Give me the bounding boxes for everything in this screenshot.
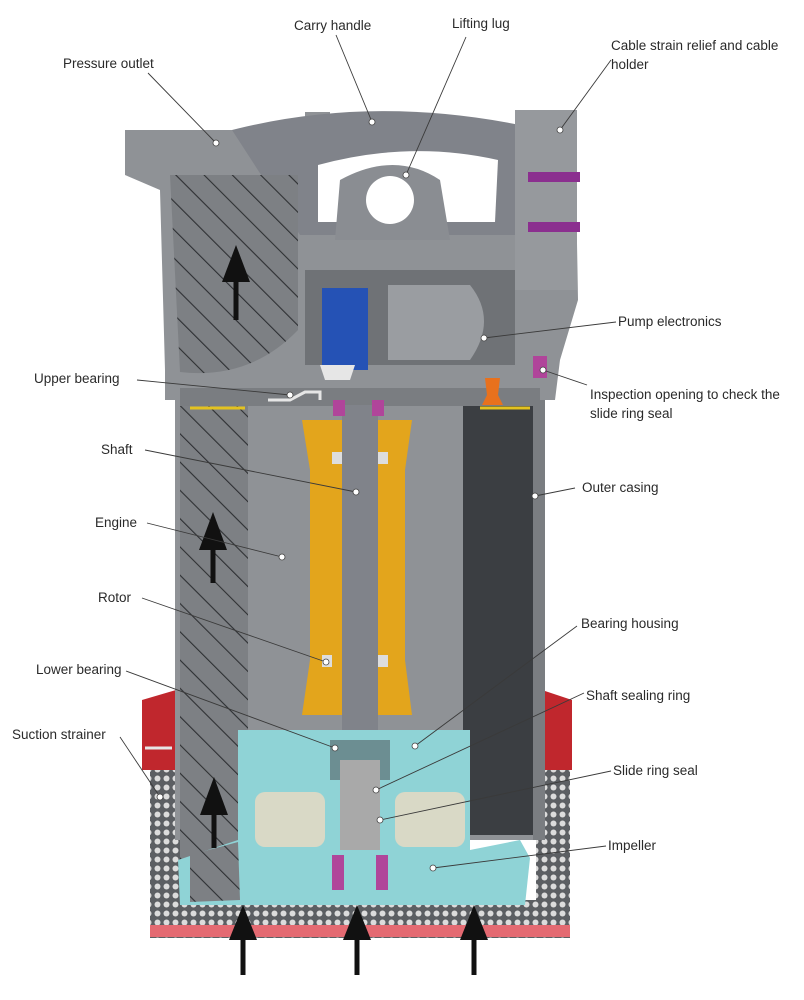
bearing-housing — [178, 730, 530, 905]
leader-lines — [119, 34, 617, 869]
label-rotor: Rotor — [98, 590, 132, 605]
label-bearing-housing: Bearing housing — [581, 616, 679, 631]
strainer-clips — [142, 690, 572, 770]
leader-dots — [156, 118, 564, 872]
label-lower-bearing: Lower bearing — [36, 662, 122, 677]
flow-arrows — [199, 245, 488, 975]
label-outer-casing: Outer casing — [582, 480, 659, 495]
label-upper-bearing: Upper bearing — [34, 371, 120, 386]
pump-electronics — [305, 270, 515, 380]
label-lifting-lug: Lifting lug — [452, 16, 510, 31]
label-impeller: Impeller — [608, 838, 657, 853]
label-pressure-outlet: Pressure outlet — [63, 56, 154, 71]
label-cable-strain-relief: Cable strain relief and cable holder — [611, 38, 779, 72]
label-engine: Engine — [95, 515, 138, 530]
label-shaft: Shaft — [101, 442, 133, 457]
label-carry-handle: Carry handle — [294, 18, 372, 33]
flow-channel-bottom — [190, 842, 240, 902]
label-slide-ring-seal: Slide ring seal — [613, 763, 698, 778]
label-suction-strainer: Suction strainer — [12, 727, 106, 742]
label-shaft-sealing-ring: Shaft sealing ring — [586, 688, 691, 703]
label-inspection-opening: Inspection opening to check the slide ri… — [590, 387, 780, 421]
label-pump-electronics: Pump electronics — [618, 314, 722, 329]
